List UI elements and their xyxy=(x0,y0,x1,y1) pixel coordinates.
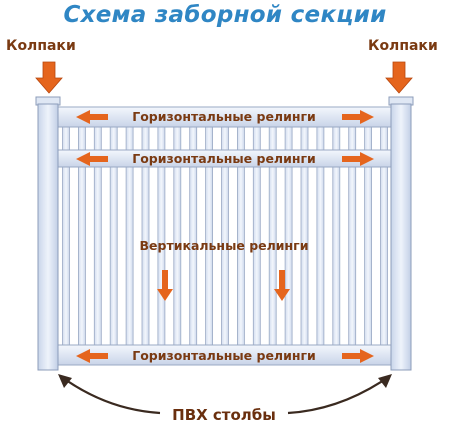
arrow-down-icon xyxy=(157,270,173,301)
vertical-picket xyxy=(268,107,277,365)
vertical-picket xyxy=(78,107,86,365)
vertical-picket xyxy=(125,107,134,365)
rail-label-bottom: Горизонтальные релинги xyxy=(76,348,374,363)
arrow-right-icon xyxy=(342,110,374,124)
right-post xyxy=(390,103,412,371)
vertical-picket xyxy=(109,107,118,365)
rail-label-middle: Горизонтальные релинги xyxy=(76,151,374,166)
diagram-title: Схема заборной секции xyxy=(63,2,387,28)
arrow-down-icon xyxy=(274,270,290,301)
vertical-picket xyxy=(284,107,293,365)
arrow-right-icon xyxy=(342,152,374,166)
vertical-picket xyxy=(93,107,102,365)
arrow-down-icon xyxy=(35,61,63,94)
vertical-picket xyxy=(236,107,245,365)
arrow-down-icon xyxy=(385,61,413,94)
vertical-picket xyxy=(316,107,325,365)
vertical-picket xyxy=(332,107,341,365)
vertical-picket xyxy=(189,107,198,365)
vertical-picket xyxy=(300,107,309,365)
left-post xyxy=(37,103,59,371)
arrow-left-icon xyxy=(76,110,108,124)
vertical-picket xyxy=(141,107,150,365)
pvc-posts xyxy=(35,96,414,371)
vertical-picket xyxy=(364,107,373,365)
curved-arrow-icon xyxy=(58,374,161,415)
curved-arrow-icon xyxy=(287,374,392,415)
arrow-left-icon xyxy=(76,349,108,363)
rail-label-top: Горизонтальные релинги xyxy=(76,109,374,124)
horizontal-rail-label-middle: Горизонтальные релинги xyxy=(132,151,316,166)
caps-label-right: Колпаки xyxy=(368,38,438,54)
vertical-rails-label: Вертикальные релинги xyxy=(140,238,309,253)
arrow-right-icon xyxy=(342,349,374,363)
vertical-picket xyxy=(62,107,70,365)
arrow-left-icon xyxy=(76,152,108,166)
vertical-picket xyxy=(252,107,261,365)
horizontal-rail-label-bottom: Горизонтальные релинги xyxy=(132,348,316,363)
vertical-picket xyxy=(380,107,388,365)
caps-label-left: Колпаки xyxy=(6,38,76,54)
vertical-picket xyxy=(205,107,214,365)
vertical-picket xyxy=(221,107,229,365)
vertical-picket xyxy=(348,107,357,365)
vertical-picket xyxy=(173,107,182,365)
pvc-posts-label: ПВХ столбы xyxy=(172,406,276,424)
horizontal-rail-label-top: Горизонтальные релинги xyxy=(132,109,316,124)
vertical-pickets xyxy=(62,107,388,365)
vertical-picket xyxy=(157,107,166,365)
